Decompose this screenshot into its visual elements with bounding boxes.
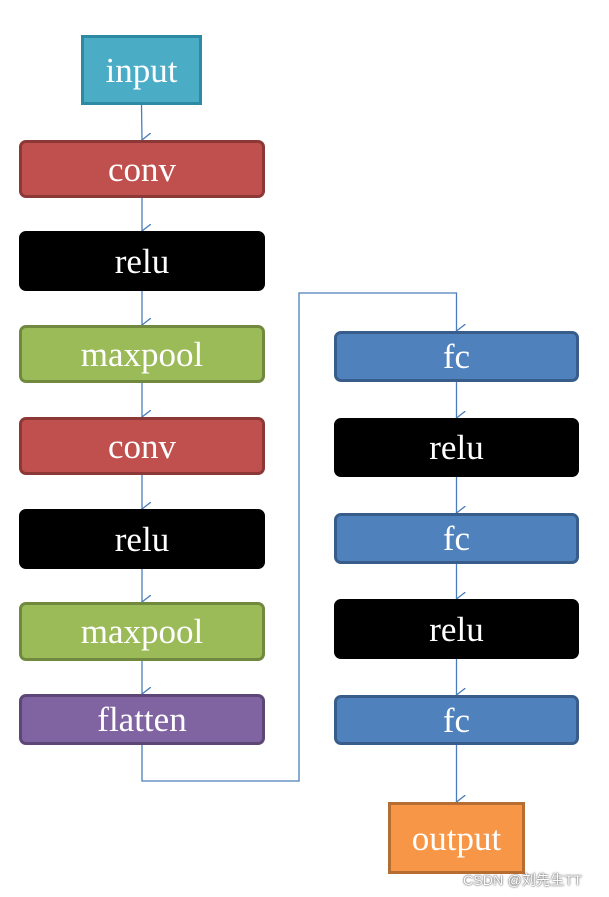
node-conv-1: conv <box>19 140 265 198</box>
node-relu-3: relu <box>334 418 579 477</box>
node-label: fc <box>442 519 471 558</box>
node-maxpool-1: maxpool <box>19 325 265 383</box>
node-label: maxpool <box>80 334 204 374</box>
node-label: relu <box>429 428 484 467</box>
node-maxpool-2: maxpool <box>19 602 265 661</box>
node-conv-2: conv <box>19 417 265 475</box>
edge-input-to-conv-1 <box>140 104 143 140</box>
node-label: maxpool <box>80 612 204 651</box>
node-label: relu <box>114 519 170 559</box>
node-label: relu <box>429 609 484 649</box>
watermark: CSDN @刘先生TT <box>463 872 583 888</box>
node-input: input <box>81 35 202 105</box>
node-fc-1: fc <box>334 331 579 382</box>
node-label: flatten <box>97 700 187 739</box>
node-output: output <box>388 802 525 874</box>
node-flatten: flatten <box>19 694 265 745</box>
node-label: conv <box>107 426 177 466</box>
node-label: fc <box>442 700 471 740</box>
node-relu-4: relu <box>334 599 579 659</box>
node-relu-1: relu <box>19 231 265 291</box>
edge-flatten-to-fc-1 <box>141 292 457 782</box>
node-label: input <box>105 50 178 90</box>
node-fc-3: fc <box>334 695 579 745</box>
node-label: output <box>411 818 502 858</box>
node-label: conv <box>107 149 177 189</box>
node-label: relu <box>114 241 170 281</box>
node-label: fc <box>442 337 471 376</box>
node-fc-2: fc <box>334 513 579 564</box>
node-relu-2: relu <box>19 509 265 569</box>
